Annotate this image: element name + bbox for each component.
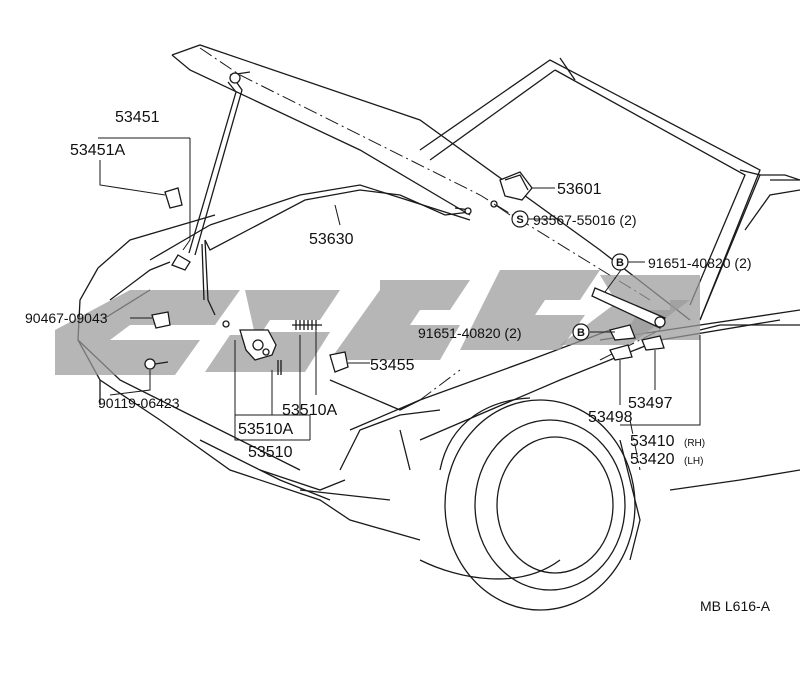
hood-support-rod xyxy=(171,72,243,271)
label-53510: 53510 xyxy=(248,444,293,461)
label-53420-suffix: (LH) xyxy=(684,456,703,467)
label-53510a-right: 53510A xyxy=(282,402,337,419)
marker-b-top: B xyxy=(611,253,629,271)
label-91651-mid: 91651-40820 (2) xyxy=(418,325,522,341)
diagram-reference-code: MB L616-A xyxy=(700,598,771,614)
label-53451a: 53451A xyxy=(70,142,125,159)
insulator-53601 xyxy=(490,171,533,208)
hinge-assembly xyxy=(591,287,666,361)
label-53420: 53420 xyxy=(630,451,675,468)
svg-text:B: B xyxy=(577,327,585,339)
svg-text:B: B xyxy=(616,257,624,269)
marker-s: S xyxy=(511,210,529,228)
part-labels: 53451 53451A 53601 93567-55016 (2) 53630… xyxy=(25,109,752,468)
bolt-90467 xyxy=(151,311,171,329)
label-53601: 53601 xyxy=(557,181,602,198)
label-53630: 53630 xyxy=(309,231,354,248)
label-53410: 53410 xyxy=(630,433,675,450)
label-90467: 90467-09043 xyxy=(25,310,108,326)
rod-holder-clip xyxy=(164,187,183,209)
label-53510a-box: 53510A xyxy=(238,421,293,438)
leader-lines xyxy=(98,137,701,441)
label-53498: 53498 xyxy=(588,409,633,426)
hood-lock-assembly xyxy=(222,320,322,375)
label-90119: 90119-06423 xyxy=(98,395,180,411)
label-53455: 53455 xyxy=(370,357,415,374)
bolt-90119 xyxy=(144,358,169,370)
label-53451: 53451 xyxy=(115,109,160,126)
label-91651-top: 91651-40820 (2) xyxy=(648,255,752,271)
label-53410-suffix: (RH) xyxy=(684,438,705,449)
svg-text:S: S xyxy=(516,214,523,226)
release-cable xyxy=(201,189,472,316)
watermark-logo xyxy=(55,270,700,375)
clip-53455 xyxy=(329,351,349,373)
label-53497: 53497 xyxy=(628,395,673,412)
label-93567: 93567-55016 (2) xyxy=(533,212,637,228)
marker-b-mid: B xyxy=(572,323,590,341)
